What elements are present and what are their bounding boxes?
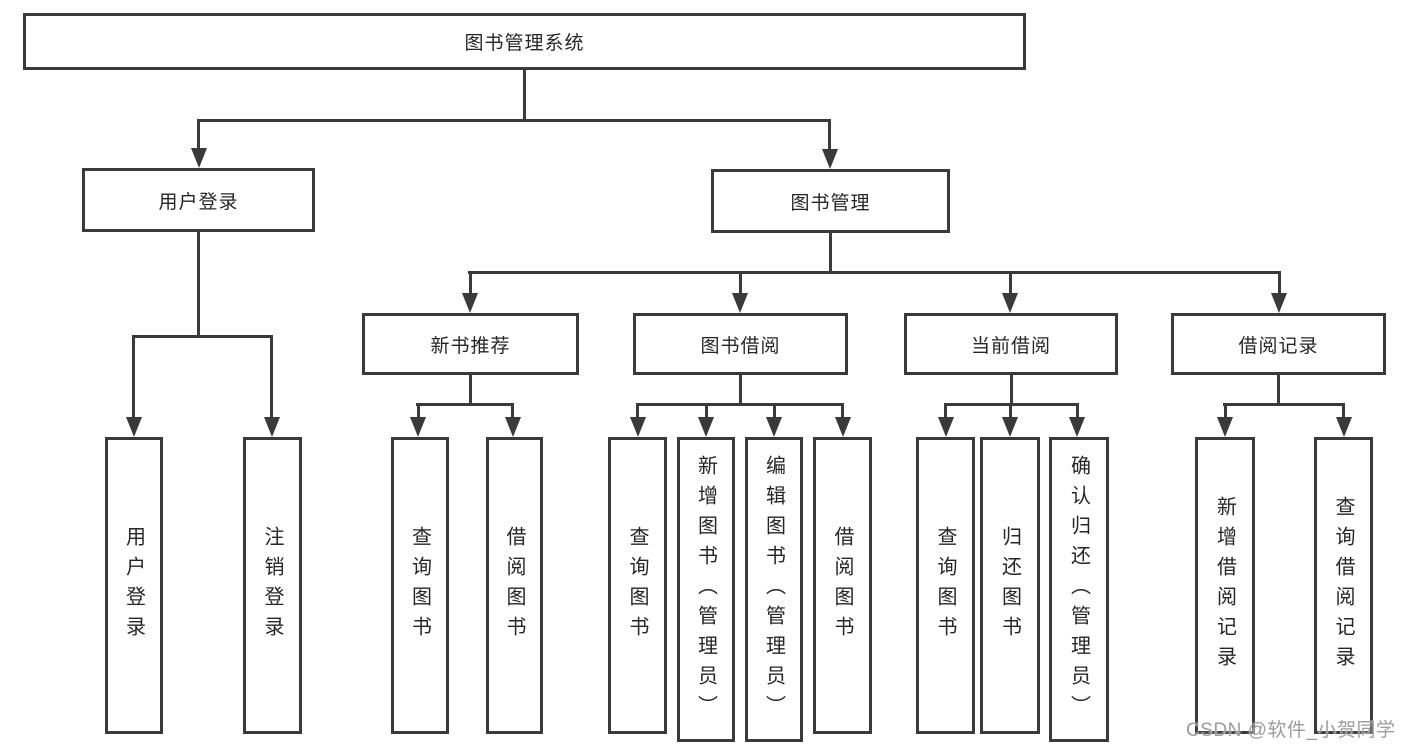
node-leaf-query-book-1: 查询图书 bbox=[391, 437, 449, 734]
node-leaf-borrow-book-2: 借阅图书 bbox=[813, 437, 872, 734]
connector-borrow-c1 bbox=[636, 404, 639, 418]
arrow-down-icon bbox=[410, 417, 426, 437]
arrow-down-icon bbox=[835, 417, 851, 437]
arrow-down-icon bbox=[766, 417, 782, 437]
arrow-down-icon bbox=[1336, 417, 1352, 437]
node-leaf-return-book: 归还图书 bbox=[980, 437, 1040, 734]
connector-root-hline bbox=[197, 119, 831, 122]
node-book-management: 图书管理 bbox=[711, 169, 950, 233]
arrow-down-icon bbox=[630, 417, 646, 437]
connector-current-stem bbox=[1010, 375, 1013, 405]
node-leaf-add-book-admin: 新增图书（管理员） bbox=[677, 437, 735, 742]
connector-mgmt-stem bbox=[829, 233, 832, 272]
node-new-book-recommend: 新书推荐 bbox=[362, 313, 579, 375]
connector-to-recommend bbox=[469, 272, 472, 295]
arrow-down-icon bbox=[732, 293, 748, 313]
connector-to-login-child1 bbox=[132, 336, 135, 418]
node-user-login: 用户登录 bbox=[82, 168, 315, 232]
node-leaf-logout: 注销登录 bbox=[243, 437, 302, 734]
node-leaf-confirm-return-admin: 确认归还（管理员） bbox=[1049, 437, 1109, 742]
arrow-down-icon bbox=[462, 293, 478, 313]
node-leaf-user-login: 用户登录 bbox=[105, 437, 163, 734]
connector-recommend-hline bbox=[416, 403, 514, 406]
node-borrow-records: 借阅记录 bbox=[1171, 313, 1386, 375]
arrow-down-icon bbox=[1069, 417, 1085, 437]
connector-current-c3 bbox=[1076, 404, 1079, 418]
connector-mgmt-hline bbox=[468, 271, 1281, 274]
connector-to-user-login bbox=[197, 120, 200, 150]
node-current-borrow: 当前借阅 bbox=[904, 313, 1118, 375]
node-book-borrow: 图书借阅 bbox=[633, 313, 848, 375]
connector-current-c2 bbox=[1009, 404, 1012, 418]
arrow-down-icon bbox=[1217, 417, 1233, 437]
node-leaf-query-borrow-record: 查询借阅记录 bbox=[1314, 437, 1373, 734]
node-leaf-edit-book-admin: 编辑图书（管理员） bbox=[745, 437, 803, 742]
arrow-down-icon bbox=[1002, 417, 1018, 437]
arrow-down-icon bbox=[938, 417, 954, 437]
connector-login-stem bbox=[197, 232, 200, 336]
connector-to-current bbox=[1009, 272, 1012, 295]
connector-records-c1 bbox=[1224, 404, 1227, 418]
connector-to-borrow bbox=[739, 272, 742, 295]
arrow-down-icon bbox=[191, 148, 207, 168]
node-leaf-add-borrow-record: 新增借阅记录 bbox=[1195, 437, 1255, 734]
connector-recommend-stem bbox=[469, 375, 472, 405]
connector-borrow-c3 bbox=[773, 404, 776, 418]
node-leaf-borrow-book-1: 借阅图书 bbox=[486, 437, 543, 734]
connector-to-records bbox=[1278, 272, 1281, 295]
node-leaf-query-book-3: 查询图书 bbox=[916, 437, 975, 734]
connector-recommend-c1 bbox=[417, 404, 420, 418]
connector-root-stem bbox=[523, 70, 526, 120]
node-root: 图书管理系统 bbox=[23, 13, 1026, 70]
arrow-down-icon bbox=[698, 417, 714, 437]
connector-borrow-hline bbox=[636, 403, 844, 406]
connector-to-book-mgmt bbox=[828, 120, 831, 150]
connector-current-c1 bbox=[944, 404, 947, 418]
arrow-down-icon bbox=[1002, 293, 1018, 313]
node-leaf-query-book-2: 查询图书 bbox=[608, 437, 667, 734]
connector-borrow-stem bbox=[739, 375, 742, 405]
connector-login-hline bbox=[132, 335, 273, 338]
arrow-down-icon bbox=[822, 149, 838, 169]
connector-records-hline bbox=[1223, 403, 1345, 406]
connector-to-login-child2 bbox=[270, 336, 273, 418]
connector-records-c2 bbox=[1342, 404, 1345, 418]
csdn-watermark: CSDN @软件_小贺同学 bbox=[1186, 720, 1396, 741]
arrow-down-icon bbox=[126, 417, 142, 437]
connector-recommend-c2 bbox=[511, 404, 514, 418]
arrow-down-icon bbox=[505, 417, 521, 437]
arrow-down-icon bbox=[264, 417, 280, 437]
arrow-down-icon bbox=[1271, 293, 1287, 313]
connector-records-stem bbox=[1277, 375, 1280, 405]
connector-borrow-c4 bbox=[841, 404, 844, 418]
connector-borrow-c2 bbox=[705, 404, 708, 418]
